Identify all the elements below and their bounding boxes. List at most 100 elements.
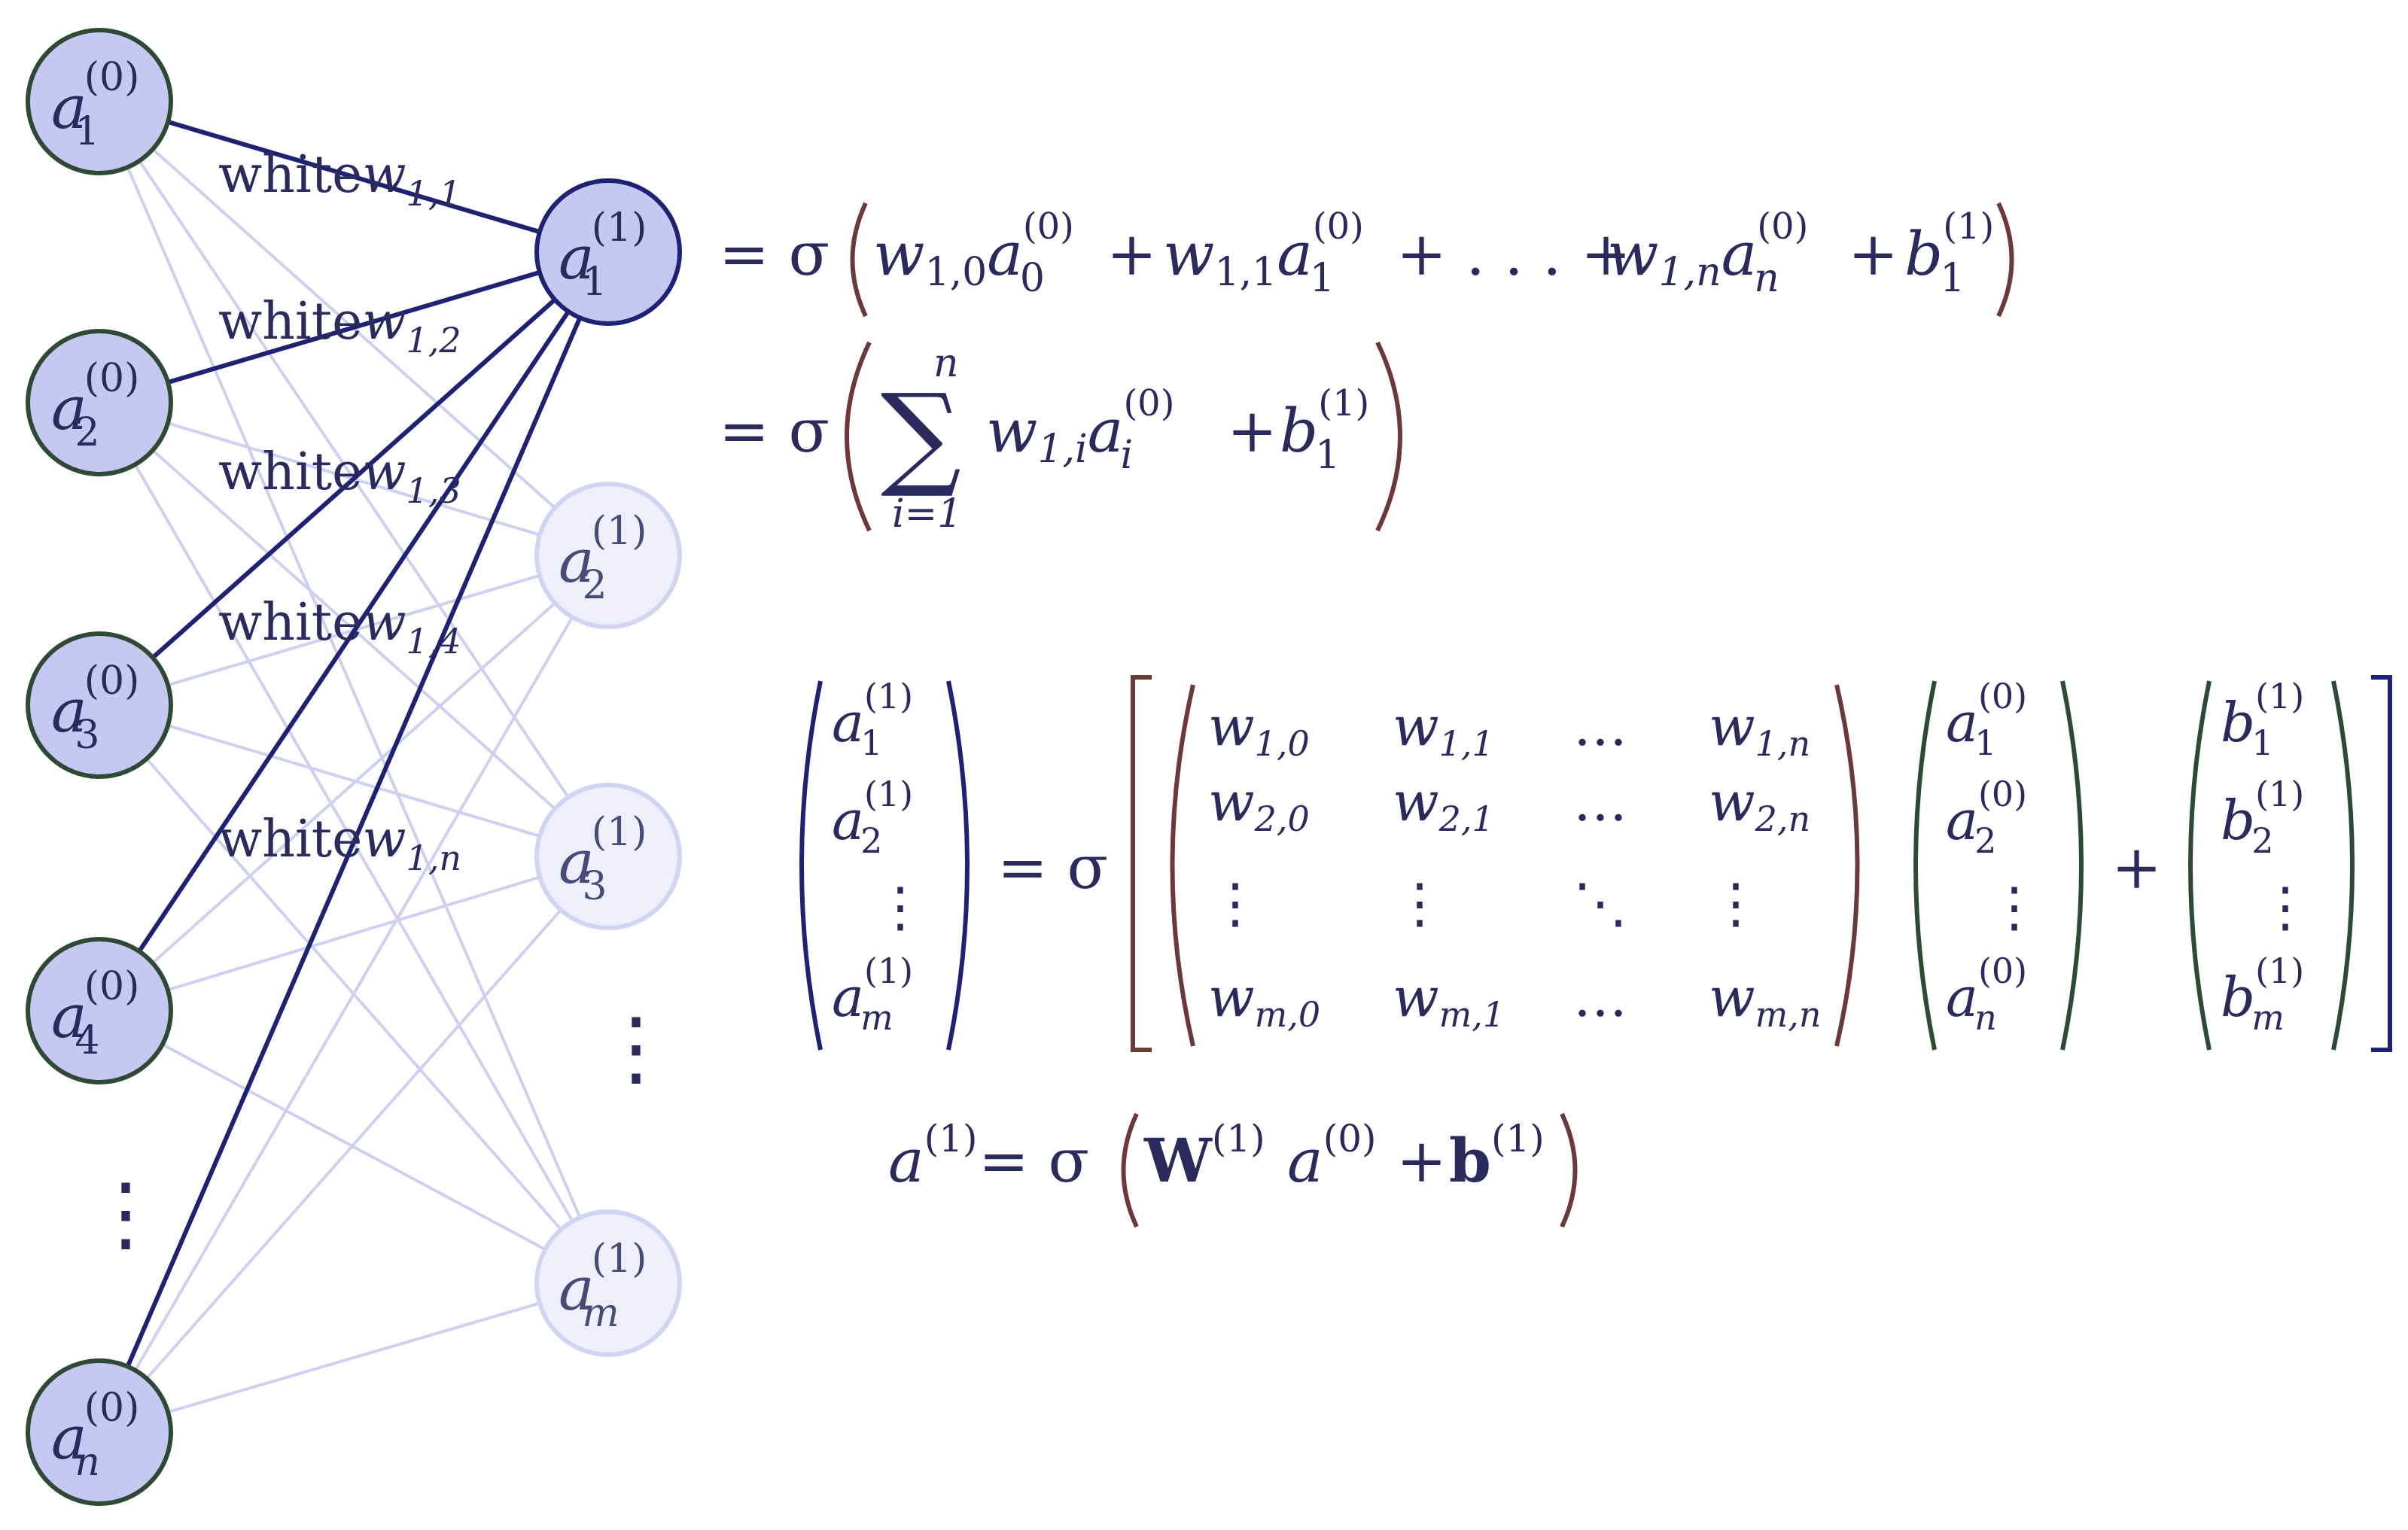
edge-labels: whitew1,1 whitew1,2 whitew1,3 whitew1,4 … bbox=[218, 145, 461, 878]
equation-compact: a(1) = σ W(1) a(0) + b(1) bbox=[888, 1112, 1578, 1228]
svg-text:a(0)n: a(0)n bbox=[1946, 951, 2027, 1038]
svg-text:a(1)m: a(1)m bbox=[559, 1236, 647, 1336]
hidden-layer-ellipsis: ⋮ bbox=[595, 999, 677, 1096]
weight-matrix-right-paren bbox=[1834, 684, 1860, 1047]
inactive-edge bbox=[98, 704, 610, 1285]
svg-text:a(0)2: a(0)2 bbox=[51, 356, 139, 455]
inactive-edge bbox=[98, 101, 610, 1284]
lhs-vector: a(1)1 a(1)2 ⋮ a(1)m bbox=[832, 676, 927, 1038]
input-node-2: a(0)2 bbox=[26, 329, 173, 476]
lhs-vector-left-paren bbox=[799, 680, 823, 1051]
matrix-equals-sigma: = σ bbox=[997, 832, 1108, 902]
inactive-edge bbox=[99, 855, 609, 1012]
bias-vector-right-paren bbox=[2331, 680, 2355, 1051]
eq2-sum-lower: i=1 bbox=[892, 491, 962, 537]
svg-text:⋮: ⋮ bbox=[1987, 875, 2041, 938]
bias-vector: b(1)1 b(1)2 ⋮ b(1)m bbox=[2221, 676, 2312, 1038]
active-edge bbox=[97, 251, 610, 1012]
eq1-plus-2: + bbox=[1848, 219, 1898, 289]
svg-text:a(0)1: a(0)1 bbox=[1946, 676, 2027, 763]
equation-summation: = σ n ∑ i=1 w1,ia(0)i + b(1)1 bbox=[719, 341, 1402, 537]
hidden-layer: a(1)1 a(1)2 a(1)3 ⋮ a(1)m bbox=[534, 178, 682, 1357]
eq1-term-n: w1,na(0)n bbox=[1607, 205, 1808, 301]
weight-matrix-cell: w1,0 bbox=[1208, 695, 1310, 764]
weight-matrix-left-paren bbox=[1170, 684, 1195, 1047]
weight-matrix-cell: w1,1 bbox=[1393, 695, 1494, 764]
input-node-n: a(0)n bbox=[26, 1358, 173, 1506]
lhs-vector-right-paren bbox=[946, 680, 970, 1051]
weight-matrix-cell: ⋮ bbox=[1208, 871, 1262, 935]
svg-text:a(0)3: a(0)3 bbox=[51, 659, 139, 758]
eq2-term: w1,ia(0)i bbox=[986, 382, 1174, 478]
eq2-equals-sigma: = σ bbox=[719, 396, 830, 466]
compact-right-paren bbox=[1560, 1112, 1578, 1228]
eq2-sum-upper: n bbox=[933, 341, 959, 386]
svg-text:a(1)3: a(1)3 bbox=[559, 810, 647, 909]
input-node-3: a(0)3 bbox=[26, 631, 173, 779]
svg-text:a(0)2: a(0)2 bbox=[1946, 774, 2027, 861]
active-edge bbox=[98, 250, 610, 707]
svg-text:⋮: ⋮ bbox=[2258, 875, 2312, 938]
hidden-node-3: a(1)3 bbox=[534, 783, 682, 930]
compact-W: W(1) bbox=[1143, 1117, 1265, 1196]
hidden-node-2: a(1)2 bbox=[534, 482, 682, 629]
eq1-plus-1: + bbox=[1107, 219, 1157, 289]
inactive-edge bbox=[98, 554, 610, 1012]
input-vector-right-paren bbox=[2060, 680, 2084, 1051]
input-vector: a(0)1 a(0)2 ⋮ a(0)n bbox=[1946, 676, 2041, 1038]
svg-text:a(1)2: a(1)2 bbox=[559, 509, 647, 608]
active-edges bbox=[97, 99, 610, 1434]
eq1-left-paren bbox=[850, 202, 868, 318]
bias-vector-left-paren bbox=[2188, 680, 2212, 1051]
input-node-4: a(0)4 bbox=[26, 937, 173, 1084]
compact-b: b(1) bbox=[1449, 1117, 1545, 1196]
active-edge bbox=[97, 251, 610, 1434]
weight-matrix-cell: wm,1 bbox=[1393, 966, 1505, 1035]
outer-right-bracket bbox=[2371, 675, 2392, 1052]
edge-label-w13: whitew1,3 bbox=[218, 443, 461, 511]
eq1-ellipsis: + . . . + bbox=[1396, 219, 1631, 289]
edge-label-w1n: whitew1,n bbox=[218, 810, 461, 878]
weight-matrix-cell: w1,n bbox=[1709, 695, 1810, 764]
hidden-node-m: a(1)m bbox=[534, 1209, 682, 1357]
weight-matrix-cell: … bbox=[1573, 966, 1627, 1029]
eq1-term-1: w1,0a(0)0 bbox=[873, 205, 1074, 301]
weight-matrix-cell: w2,n bbox=[1709, 770, 1810, 839]
input-node-1: a(0)1 bbox=[26, 28, 173, 175]
svg-text:b(1)1: b(1)1 bbox=[2221, 676, 2304, 763]
eq2-bias: b(1)1 bbox=[1280, 382, 1369, 478]
weight-matrix-cell: … bbox=[1573, 770, 1627, 833]
equation-expanded-sum: = σ w1,0a(0)0 + w1,1a(0)1 + . . . + w1,n… bbox=[719, 202, 2014, 318]
edge-label-w11: whitew1,1 bbox=[218, 145, 461, 214]
active-edge bbox=[99, 99, 609, 254]
outer-left-bracket bbox=[1131, 675, 1152, 1052]
hidden-node-1: a(1)1 bbox=[534, 178, 682, 326]
inactive-edge bbox=[99, 704, 609, 858]
eq2-left-paren bbox=[845, 341, 872, 532]
eq2-sum-symbol: ∑ bbox=[881, 370, 961, 501]
svg-text:b(1)2: b(1)2 bbox=[2221, 774, 2304, 861]
svg-text:a(0)4: a(0)4 bbox=[51, 964, 139, 1063]
svg-text:b(1)m: b(1)m bbox=[2221, 951, 2304, 1038]
edge-label-w12: whitew1,2 bbox=[218, 292, 461, 360]
compact-equals-sigma: = σ bbox=[979, 1126, 1089, 1196]
compact-a: a(0) bbox=[1287, 1117, 1377, 1196]
weight-matrix-cell: … bbox=[1573, 695, 1627, 758]
weight-matrix-cell: w2,1 bbox=[1393, 770, 1494, 839]
compact-lhs: a(1) bbox=[888, 1117, 978, 1196]
active-edge bbox=[99, 250, 609, 405]
eq2-plus: + bbox=[1227, 396, 1277, 466]
edge-label-w14: whitew1,4 bbox=[218, 593, 461, 662]
eq1-term-2: w1,1a(0)1 bbox=[1163, 205, 1364, 301]
eq1-equals-sigma: = σ bbox=[719, 219, 830, 289]
inactive-edge bbox=[99, 1282, 609, 1434]
weight-matrix-cell: wm,n bbox=[1709, 966, 1822, 1035]
weight-matrix-cell: ⋮ bbox=[1393, 871, 1447, 935]
compact-left-paren bbox=[1121, 1112, 1139, 1228]
input-layer: a(0)1 a(0)2 a(0)3 a(0)4 ⋮ a(0)n bbox=[26, 28, 173, 1506]
svg-text:a(1)1: a(1)1 bbox=[832, 676, 913, 763]
matrix-plus: + bbox=[2111, 832, 2162, 902]
inactive-edge bbox=[98, 855, 610, 1434]
